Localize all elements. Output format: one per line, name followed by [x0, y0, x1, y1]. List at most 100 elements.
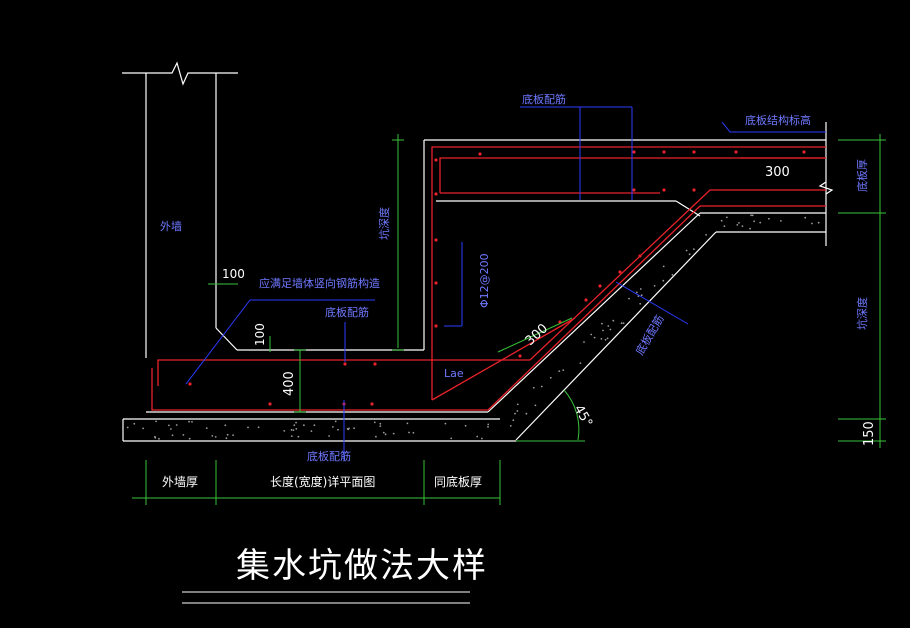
hatch-dot	[226, 433, 229, 436]
pit-slope-inner	[515, 231, 717, 441]
rebar-dot	[434, 281, 438, 285]
hatch-dot	[753, 220, 755, 223]
rebar-dot	[638, 254, 642, 258]
hatch-dot	[450, 437, 453, 440]
wall-break-line	[122, 61, 238, 86]
hatch-dot	[609, 328, 612, 331]
label-slab-struct-elev: 底板结构标高	[745, 113, 811, 127]
hatch-dot	[408, 431, 410, 434]
hatch-dot	[444, 422, 447, 425]
dim-300-top: 300	[765, 165, 790, 180]
rebar-dot	[632, 150, 636, 154]
hatch-dot	[310, 430, 313, 432]
hatch-dot	[628, 297, 630, 300]
rebar-dot	[598, 284, 602, 288]
hatch-dot	[191, 421, 193, 423]
hatch-dot	[514, 412, 516, 415]
hatch-dot	[247, 426, 249, 429]
hatch-dot	[688, 253, 691, 256]
hatch-dot	[154, 436, 157, 439]
label-pit-depth-left: 坑深度	[377, 207, 391, 240]
rebar-dot	[518, 354, 522, 358]
rebar-dot	[434, 238, 438, 242]
rebar-dot	[188, 382, 192, 386]
hatch-dot	[804, 216, 807, 219]
hatch-dot	[211, 435, 214, 437]
hatch-dot	[283, 430, 286, 432]
hatch-dot	[384, 433, 387, 436]
hatch-dot	[736, 224, 739, 226]
rebar-dot	[434, 158, 438, 162]
hatch-dot	[534, 404, 537, 407]
hatch-dot	[516, 403, 519, 406]
hatch-dot	[811, 222, 813, 225]
slope-rebar	[431, 317, 576, 401]
hatch-dot	[750, 214, 752, 217]
hatch-dot	[297, 435, 300, 438]
rebar-dot	[370, 402, 374, 406]
hatch-dot	[224, 424, 227, 427]
hatch-dot	[639, 288, 642, 290]
hatch-dot	[525, 412, 528, 415]
hatch-dot	[476, 435, 479, 438]
hatch-dot	[620, 322, 623, 325]
hatch-dot	[612, 319, 615, 322]
hatch-dot	[602, 329, 604, 332]
hatch-dot	[720, 219, 723, 222]
drawing-title: 集水坑做法大样	[236, 546, 488, 586]
hatch-dot	[540, 385, 543, 388]
hatch-dot	[653, 285, 656, 287]
hatch-dot	[579, 362, 582, 364]
label-slab-rebar-slope: 底板配筋	[632, 312, 666, 357]
hatch-dot	[334, 420, 337, 423]
hatch-dot	[392, 432, 395, 435]
footer-outer-wall-thick: 外墙厚	[162, 475, 198, 489]
hatch-dot	[232, 434, 235, 436]
hatch-dot	[671, 273, 674, 276]
rebar-dot	[434, 192, 438, 196]
label-slab-rebar-mid: 底板配筋	[325, 305, 369, 319]
hatch-dot	[693, 248, 695, 251]
hatch-dot	[158, 437, 160, 440]
slab-lower-slope	[675, 200, 701, 217]
hatch-dot	[705, 234, 707, 236]
hatch-dot	[562, 369, 565, 371]
hatch-dot	[412, 431, 415, 434]
label-lae: Lae	[444, 367, 464, 380]
hatch-dot	[662, 265, 665, 268]
hatch-dot	[290, 429, 293, 431]
hatch-dot	[593, 336, 596, 339]
hatch-dot	[328, 435, 330, 437]
hatch-dot	[751, 214, 754, 217]
label-slab-thick-right: 底板厚	[855, 159, 869, 192]
hatch-dot	[723, 225, 726, 228]
leader-lines	[185, 106, 826, 460]
hatch-dot	[175, 424, 178, 426]
hatch-dot	[639, 302, 642, 305]
bottom-rebar-upper	[157, 189, 826, 386]
hatch-dot	[780, 220, 782, 222]
rebar-dot	[692, 188, 696, 192]
hatch-dot	[257, 426, 260, 429]
rebar-dot	[584, 298, 588, 302]
hatch-dot	[188, 437, 191, 440]
hatch-dot	[817, 221, 820, 224]
rebar	[151, 146, 826, 411]
hatch-dot	[373, 421, 376, 424]
label-meet-wall-rebar: 应满足墙体竖向钢筋构造	[259, 276, 380, 290]
hatch-dot	[382, 431, 385, 434]
hatch-dot	[406, 422, 409, 425]
hatch-dot	[205, 427, 208, 429]
hatch-dot	[590, 333, 593, 336]
label-slab-rebar-bottom: 底板配筋	[307, 449, 351, 463]
hatch-dot	[662, 279, 665, 282]
hatch-dot	[636, 291, 638, 294]
rebar-dot	[343, 362, 347, 366]
hatch-dot	[759, 221, 762, 224]
hatch-dot	[464, 424, 467, 427]
rebar-dot	[373, 362, 377, 366]
hatch-dot	[532, 386, 535, 389]
hatch-dot	[332, 426, 334, 428]
concrete-hatch	[126, 214, 820, 440]
rebar-dot	[662, 150, 666, 154]
